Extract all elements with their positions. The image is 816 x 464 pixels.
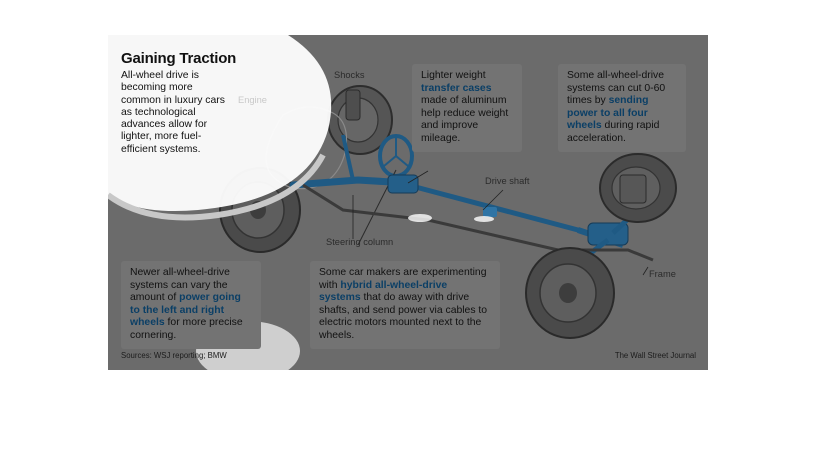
callout-highlight: transfer cases [421,82,492,94]
infographic-panel: Engine Shocks Drive shaft Steering colum… [108,35,708,370]
cornering-callout: Newer all-wheel-drive systems can vary t… [121,261,261,349]
drive-shaft-label: Drive shaft [485,176,530,186]
frame-label: Frame [649,269,676,279]
callout-text: Newer all-wheel-drive systems can vary t… [130,267,230,304]
callout-highlight: hybrid all-wheel-drive systems [319,279,448,304]
credit-footer: The Wall Street Journal [614,351,696,360]
callout-highlight: power going to the left and right wheels [130,292,241,329]
rear-left-wheel [525,247,615,339]
callout-text: that do away with drive shafts, and send… [319,292,488,341]
callout-text: Some car makers are experimenting with [319,267,487,291]
rear-right-wheel [599,153,677,223]
drivetrain [289,134,645,272]
steering-column-label: Steering column [326,237,394,247]
frame [302,183,654,262]
callout-text: during rapid acceleration. [567,120,660,144]
callout-text: made of aluminum help reduce weight and … [421,95,509,144]
page-title: Gaining Traction [121,50,237,67]
transfer-case-callout: Lighter weight transfer cases made of al… [412,64,522,152]
callout-text: for more precise cornering. [130,317,243,341]
acceleration-callout: Some all-wheel-drive systems can cut 0-6… [558,64,686,152]
shocks-label: Shocks [334,70,365,80]
callout-text: Lighter weight [421,70,486,81]
engine-label: Engine [238,95,267,105]
title-highlight-shape [108,35,332,221]
hybrid-callout: Some car makers are experimenting with h… [310,261,500,349]
intro-text: All-wheel drive is becoming more common … [121,70,225,155]
sources-footer: Sources: WSJ reporting; BMW [121,351,227,360]
callout-highlight: sending power to all four wheels [567,95,649,132]
callout-text: Some all-wheel-drive systems can cut 0-6… [567,70,666,107]
